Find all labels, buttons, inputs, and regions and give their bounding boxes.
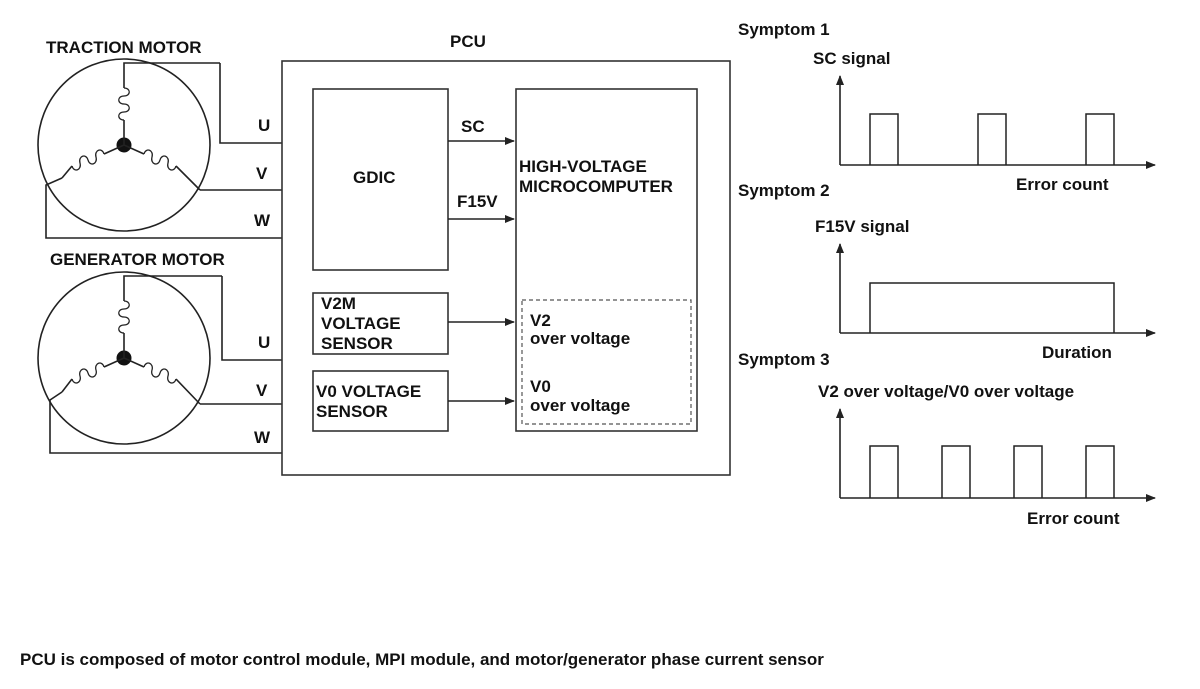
generator-phase-w: W bbox=[254, 428, 271, 447]
symptom-3-signal-label: V2 over voltage/V0 over voltage bbox=[818, 382, 1074, 401]
v2m-label-line3: SENSOR bbox=[321, 334, 393, 353]
symptom-1-pulse bbox=[869, 113, 899, 165]
traction-motor-title: TRACTION MOTOR bbox=[46, 38, 202, 57]
generator-phase-u: U bbox=[258, 333, 270, 352]
v0-over-label-line1: V0 bbox=[530, 377, 551, 396]
symptom-1-x-label: Error count bbox=[1016, 175, 1109, 194]
symptom-1-pulse bbox=[977, 113, 1007, 165]
symptom-1-title: Symptom 1 bbox=[738, 20, 830, 39]
symptom-3-title: Symptom 3 bbox=[738, 350, 830, 369]
symptom-3-pulse bbox=[941, 445, 971, 498]
v0-sensor-box bbox=[312, 370, 449, 432]
symptom-3-pulse bbox=[1013, 445, 1043, 498]
generator-motor-wiring bbox=[49, 276, 282, 454]
generator-phase-v: V bbox=[256, 381, 268, 400]
generator-motor-symbol bbox=[37, 271, 222, 445]
pcu-title: PCU bbox=[450, 32, 486, 51]
symptom-3-pulse bbox=[1085, 445, 1115, 498]
symptom-2-signal-label: F15V signal bbox=[815, 217, 909, 236]
f15v-label: F15V bbox=[457, 192, 498, 211]
sc-label: SC bbox=[461, 117, 485, 136]
traction-motor-symbol bbox=[37, 58, 220, 232]
v2m-label-line1: V2M bbox=[321, 294, 356, 313]
traction-phase-w: W bbox=[254, 211, 271, 230]
traction-motor-wiring bbox=[45, 63, 282, 239]
microcomputer-label-line1: HIGH-VOLTAGE bbox=[519, 157, 647, 176]
symptom-2-axes bbox=[836, 243, 1156, 337]
traction-phase-u: U bbox=[258, 116, 270, 135]
generator-motor-title: GENERATOR MOTOR bbox=[50, 250, 225, 269]
v2-over-label-line2: over voltage bbox=[530, 329, 630, 348]
symptom-2-x-label: Duration bbox=[1042, 343, 1112, 362]
microcomputer-label-line2: MICROCOMPUTER bbox=[519, 177, 673, 196]
v0-over-label-line2: over voltage bbox=[530, 396, 630, 415]
symptom-3-axes bbox=[836, 408, 1156, 502]
symptom-3-pulse bbox=[869, 445, 899, 498]
v0-label-line1: V0 VOLTAGE bbox=[316, 382, 421, 401]
over-voltage-region bbox=[521, 299, 692, 425]
symptom-1-signal-label: SC signal bbox=[813, 49, 890, 68]
symptom-1-axes bbox=[836, 75, 1156, 169]
symptom-3-x-label: Error count bbox=[1027, 509, 1120, 528]
v2m-label-line2: VOLTAGE bbox=[321, 314, 401, 333]
symptom-1-pulse bbox=[1085, 113, 1115, 165]
gdic-label: GDIC bbox=[353, 168, 396, 187]
v2m-sensor-box bbox=[312, 292, 449, 355]
v0-label-line2: SENSOR bbox=[316, 402, 388, 421]
symptom-2-title: Symptom 2 bbox=[738, 181, 830, 200]
diagram-caption: PCU is composed of motor control module,… bbox=[20, 650, 824, 669]
gdic-box bbox=[312, 88, 449, 271]
symptom-2-pulse bbox=[869, 282, 1115, 333]
v2-over-label-line1: V2 bbox=[530, 311, 551, 330]
traction-phase-v: V bbox=[256, 164, 268, 183]
microcomputer-box bbox=[515, 88, 698, 432]
